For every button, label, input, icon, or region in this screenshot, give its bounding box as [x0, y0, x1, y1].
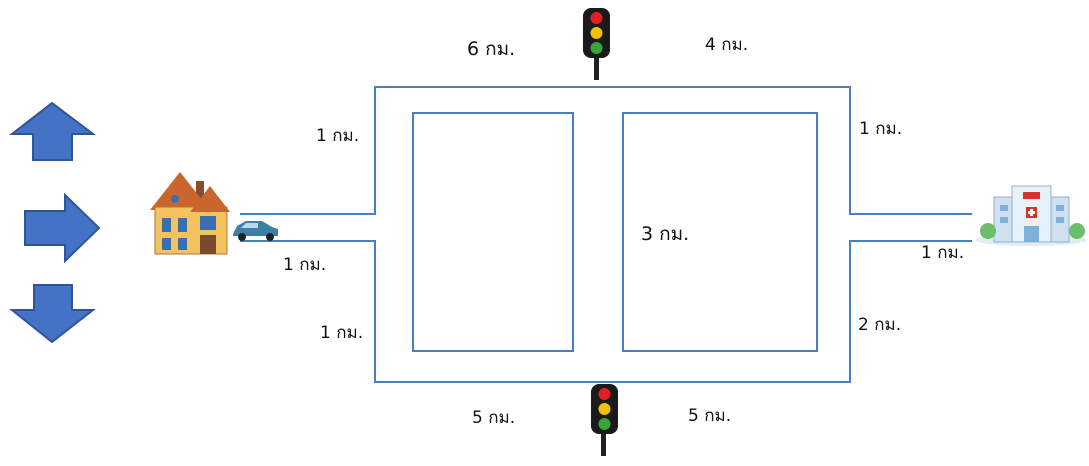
distance-label-top-right: 4 กม. [705, 35, 749, 55]
outer-road [240, 86, 972, 215]
distance-label-top-left: 6 กม. [467, 38, 516, 60]
distance-label-right-upper: 1 กม. [859, 119, 903, 139]
car-icon [233, 221, 278, 241]
distance-label-middle: 3 กม. [641, 223, 690, 245]
distance-label-left-upper: 1 กม. [316, 126, 360, 146]
arrow-right-icon [24, 192, 101, 264]
block-right [622, 112, 818, 352]
arrow-up-icon [9, 101, 96, 161]
traffic-light-icon [583, 8, 610, 80]
outer-road-lower [240, 240, 972, 383]
distance-label-bottom-left: 5 กม. [472, 408, 516, 428]
distance-label-left-lower: 1 กม. [320, 323, 364, 343]
arrow-down-icon [9, 284, 96, 344]
block-left [412, 112, 574, 352]
distance-label-bottom-right: 5 กม. [688, 406, 732, 426]
road-network [240, 86, 972, 383]
distance-label-house-road: 1 กม. [283, 255, 327, 275]
traffic-light-icon [591, 384, 618, 456]
distance-label-right-lower: 2 กม. [858, 315, 902, 335]
distance-label-hospital-road: 1 กม. [921, 243, 965, 263]
house-icon [150, 172, 230, 255]
hospital-icon [975, 185, 1087, 246]
